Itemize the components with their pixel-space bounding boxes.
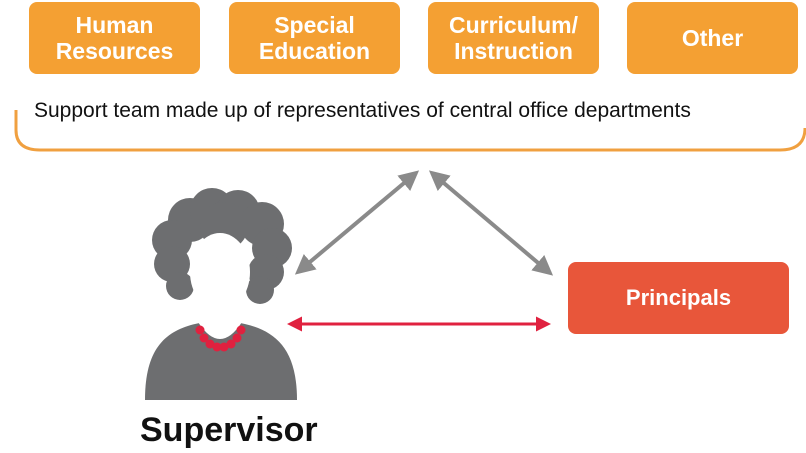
department-box-other: Other	[627, 2, 798, 74]
support-team-caption: Support team made up of representatives …	[34, 99, 691, 122]
supervisor-label: Supervisor	[140, 411, 318, 449]
person-silhouette-icon	[145, 188, 297, 400]
support-team-bracket	[14, 110, 806, 152]
principals-box: Principals	[568, 262, 789, 334]
principals-support-arrow	[428, 170, 554, 276]
department-box-special-education: Special Education	[229, 2, 400, 74]
department-box-curriculum-instruction: Curriculum/ Instruction	[428, 2, 599, 74]
department-box-human-resources: Human Resources	[29, 2, 200, 74]
supervisor-support-arrow	[294, 170, 420, 275]
